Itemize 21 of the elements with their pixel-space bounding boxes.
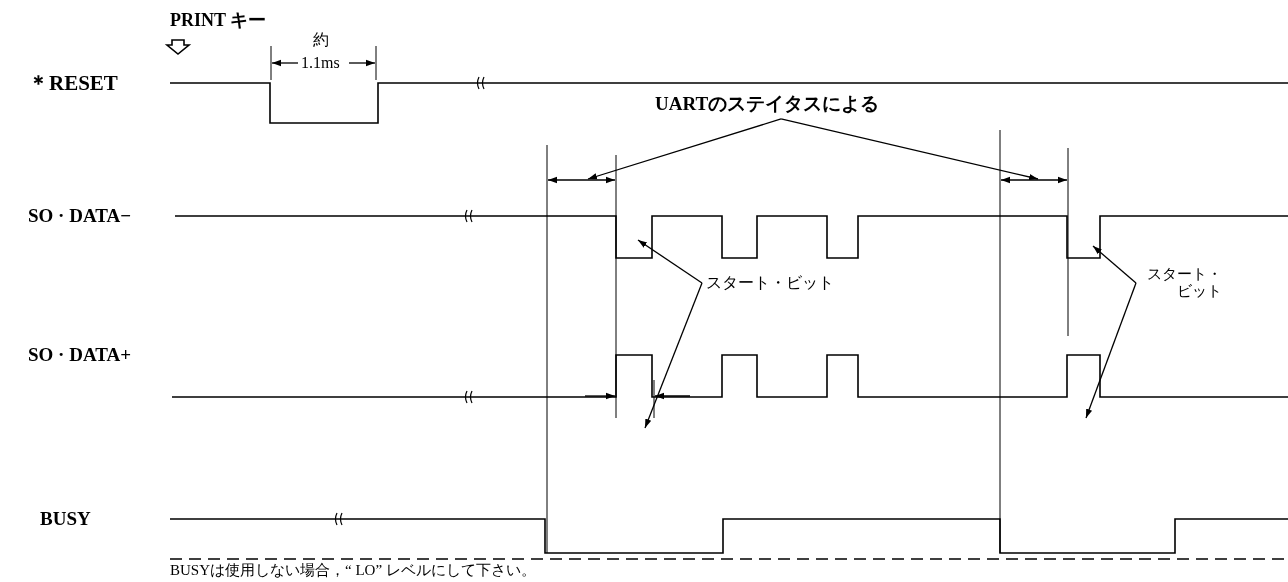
- callout-text: UARTのステイタスによる: [655, 93, 880, 115]
- leader-line: [1092, 245, 1137, 284]
- leader-line: [780, 118, 1039, 180]
- leader-line: [1085, 282, 1137, 419]
- leader-line: [587, 118, 782, 180]
- signal-name: SO · DATA+: [28, 344, 132, 366]
- signal-name: ＊RESET: [28, 70, 118, 96]
- callout-text: スタート・ビット: [1140, 265, 1222, 301]
- dimension-label: 約: [313, 30, 329, 50]
- waveform: [171, 354, 1288, 404]
- callout-text: スタート・ビット: [706, 273, 834, 293]
- note-text: BUSYは使用しない場合，“ LO” レベルにして下さい。: [170, 562, 536, 580]
- dimension-line: [547, 176, 616, 184]
- leader-line: [637, 239, 703, 284]
- dimension-label: 1.1ms: [301, 53, 340, 73]
- signal-name: SO · DATA−: [28, 205, 132, 227]
- key-label: PRINT キー: [170, 9, 267, 31]
- dimension-line: [1000, 147, 1069, 337]
- leader-line: [644, 282, 703, 429]
- waveform: [174, 209, 1288, 259]
- signal-name: BUSY: [40, 508, 91, 530]
